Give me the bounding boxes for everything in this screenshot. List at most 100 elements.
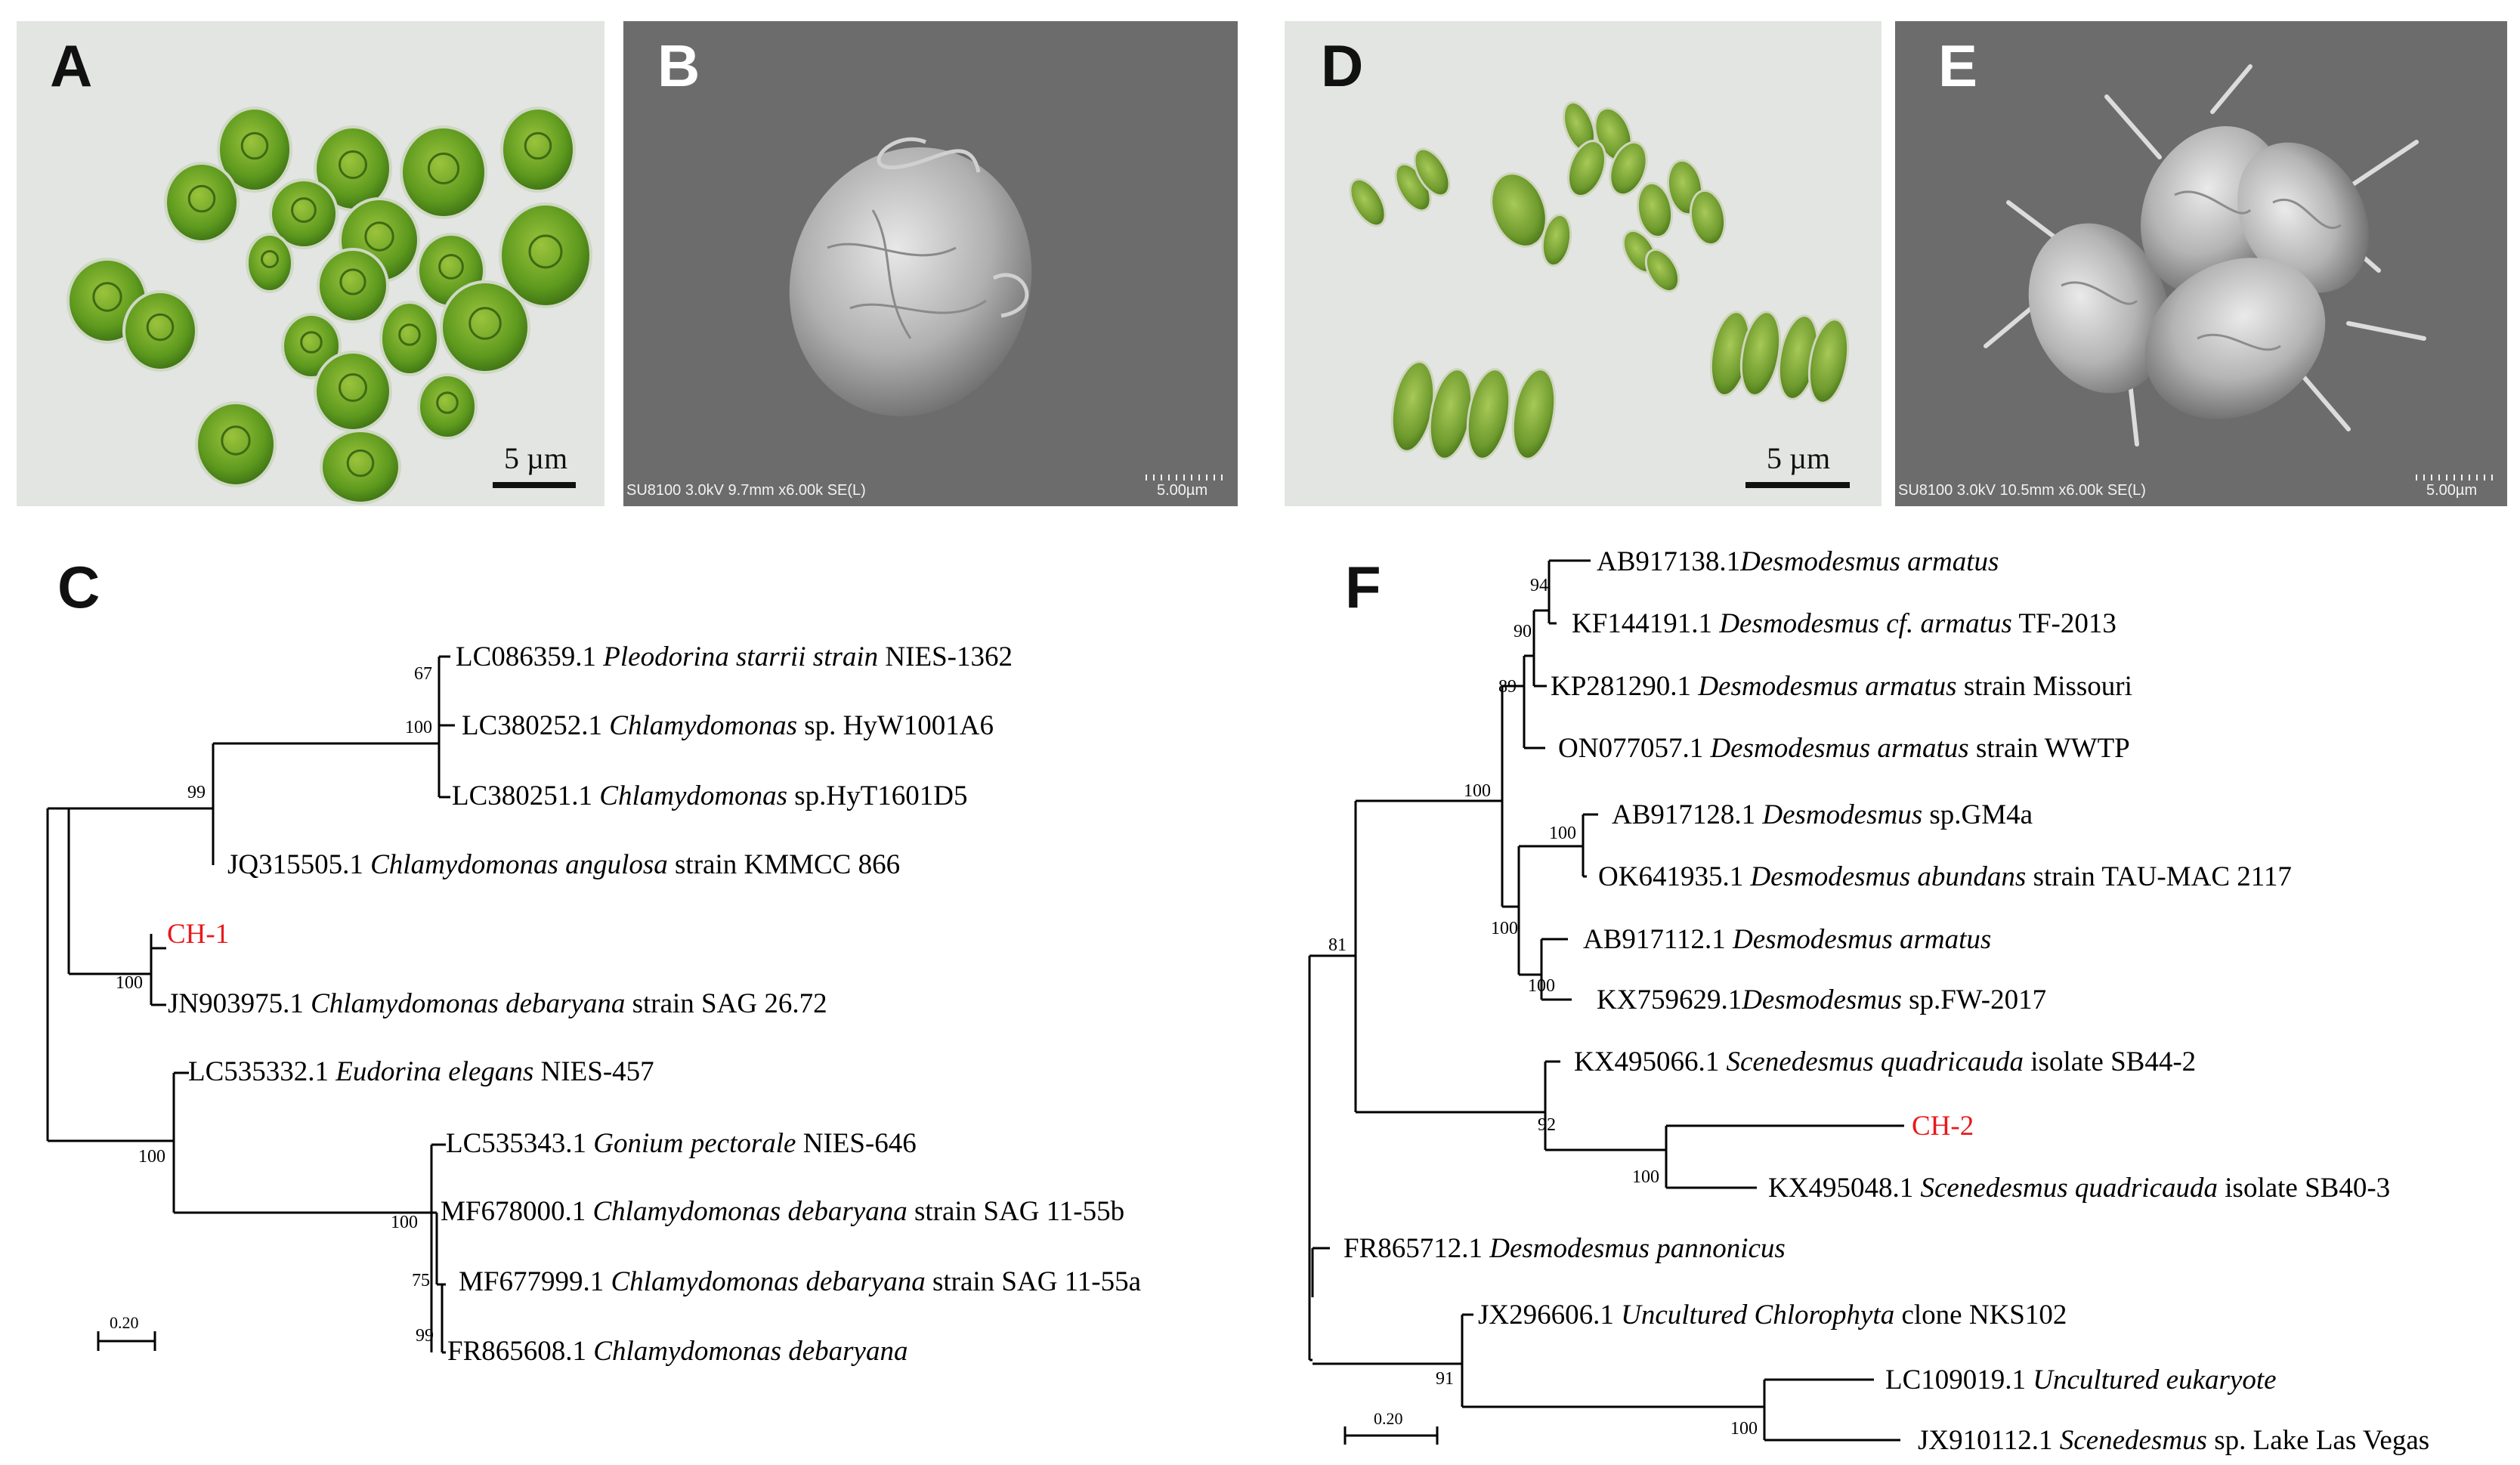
tree-c-bootstrap: 99 [416, 1326, 434, 1346]
tree-f-leaf: JX296606.1 Uncultured Chlorophyta clone … [1478, 1300, 2067, 1331]
tree-f-leaf: ON077057.1 Desmodesmus armatus strain WW… [1558, 733, 2130, 764]
panel-c-letter: C [57, 554, 100, 620]
cell [1739, 311, 1782, 397]
panel-b-letter: B [657, 32, 700, 99]
cell [317, 248, 389, 323]
tree-f-leaf: AB917138.1Desmodesmus armatus [1597, 546, 1999, 577]
panel-e-letter: E [1938, 32, 1978, 99]
panel-b-cell [789, 137, 1032, 417]
cell-nucleus [427, 152, 460, 185]
tree-f-bootstrap: 100 [1549, 824, 1576, 843]
panel-d-scale-bar [1745, 482, 1850, 488]
cell [122, 290, 198, 372]
tree-c-leaf: LC535343.1 Gonium pectorale NIES-646 [446, 1128, 917, 1159]
tree-c-bootstrap: 99 [187, 783, 206, 802]
cell-nucleus [398, 323, 421, 346]
panel-b-scale-ticks [1146, 474, 1223, 481]
cell-nucleus [524, 131, 552, 160]
tree-f-bootstrap: 90 [1514, 622, 1532, 641]
tree-c-leaf: JN903975.1 Chlamydomonas debaryana strai… [168, 988, 827, 1019]
tree-c-leaf: LC086359.1 Pleodorina starrii strain NIE… [456, 641, 1013, 672]
tree-f-leaf-highlight: CH-2 [1912, 1111, 1974, 1142]
cell-nucleus [339, 373, 367, 402]
cell [1807, 318, 1850, 404]
tree-f-scale-label: 0.20 [1374, 1409, 1403, 1428]
tree-c-bootstrap: 100 [405, 718, 432, 737]
cell [195, 401, 277, 487]
cell-nucleus [92, 282, 122, 312]
cell [320, 429, 401, 505]
tree-c-bootstrap: 67 [414, 664, 432, 684]
tree-c-leaf: JQ315505.1 Chlamydomonas angulosa strain… [227, 849, 900, 880]
cell-nucleus [468, 307, 502, 340]
cell-nucleus [339, 268, 366, 295]
cell-nucleus [240, 131, 269, 160]
panel-a-micrograph: 5 µm [17, 21, 604, 506]
panel-e-cells [1984, 64, 2426, 447]
cell [417, 373, 478, 440]
cell [1689, 189, 1727, 246]
panel-a-scale-bar [493, 482, 576, 488]
tree-f-bootstrap: 100 [1632, 1167, 1659, 1187]
cell [440, 280, 530, 374]
cell [499, 202, 592, 308]
panel-f-letter: F [1345, 554, 1381, 620]
tree-f-leaf: KX495066.1 Scenedesmus quadricauda isola… [1574, 1046, 2196, 1077]
panel-e-sem-scale: 5.00µm [2426, 482, 2478, 499]
tree-c-scale-label: 0.20 [110, 1313, 139, 1332]
cell [1636, 181, 1674, 239]
panel-d-micrograph: 5 µm [1285, 21, 1881, 506]
tree-f-bootstrap: 92 [1538, 1115, 1556, 1135]
cell-nucleus [300, 331, 323, 354]
cell-nucleus [346, 449, 375, 478]
cell-nucleus [364, 221, 394, 252]
tree-f-bootstrap: 100 [1464, 781, 1491, 801]
cell-nucleus [261, 250, 279, 268]
tree-f-bootstrap: 100 [1730, 1419, 1758, 1439]
tree-c: LC086359.1 Pleodorina starrii strain NIE… [46, 641, 1141, 1367]
cell [1541, 213, 1572, 267]
tree-f-leaf: KX495048.1 Scenedesmus quadricauda isola… [1768, 1173, 2390, 1204]
panel-a-scale-label: 5 µm [504, 441, 568, 475]
tree-f-leaf: OK641935.1 Desmodesmus abundans strain T… [1598, 861, 2292, 892]
cell-nucleus [339, 150, 367, 179]
cell [1349, 178, 1387, 227]
tree-c-leaf: MF677999.1 Chlamydomonas debaryana strai… [459, 1266, 1141, 1297]
tree-c-leaf-highlight: CH-1 [167, 919, 229, 950]
tree-f-bootstrap: 94 [1530, 576, 1548, 595]
tree-c-bootstrap: 100 [391, 1213, 418, 1232]
panel-d-cells [1349, 100, 1850, 460]
cell [1567, 140, 1606, 197]
cell [500, 107, 576, 193]
cell [281, 313, 342, 379]
tree-f-leaf: JX910112.1 Scenedesmus sp. Lake Las Vega… [1918, 1425, 2429, 1456]
tree-f-leaf: LC109019.1 Uncultured eukaryote [1885, 1365, 2277, 1395]
panel-b-sem-info: SU8100 3.0kV 9.7mm x6.00k SE(L) [626, 482, 866, 499]
cell [164, 162, 240, 243]
cell-nucleus [146, 313, 175, 342]
tree-f-bootstrap: 100 [1528, 976, 1555, 996]
cell [1609, 141, 1648, 196]
cell [269, 178, 339, 249]
tree-f-bootstrap: 89 [1498, 677, 1517, 697]
tree-f-leaf: AB917112.1 Desmodesmus armatus [1583, 924, 1991, 955]
cell [1644, 249, 1681, 292]
tree-c-bootstrap: 100 [138, 1147, 165, 1167]
tree-f-leaf: AB917128.1 Desmodesmus sp.GM4a [1612, 799, 2033, 830]
cell-nucleus [221, 425, 251, 456]
tree-c-leaf: LC380251.1 Chlamydomonas sp.HyT1601D5 [452, 780, 967, 811]
panel-a-cells [66, 107, 592, 505]
tree-c-leaf: LC380252.1 Chlamydomonas sp. HyW1001A6 [462, 710, 994, 741]
cell [1466, 368, 1511, 460]
tree-f-leaf: KP281290.1 Desmodesmus armatus strain Mi… [1551, 671, 2132, 702]
tree-f-leaf: KX759629.1Desmodesmus sp.FW-2017 [1597, 984, 2046, 1015]
tree-c-leaf: LC535332.1 Eudorina elegans NIES-457 [188, 1056, 654, 1087]
cell [217, 107, 292, 193]
tree-c-bootstrap: 100 [116, 973, 143, 993]
cell-nucleus [291, 197, 317, 223]
panel-e-sem: SU8100 3.0kV 10.5mm x6.00k SE(L) 5.00µm [1895, 21, 2507, 506]
tree-f-bootstrap: 100 [1491, 919, 1518, 938]
tree-f-leaf: KF144191.1 Desmodesmus cf. armatus TF-20… [1572, 608, 2116, 639]
panel-b-sem: SU8100 3.0kV 9.7mm x6.00k SE(L) 5.00µm [623, 21, 1238, 506]
